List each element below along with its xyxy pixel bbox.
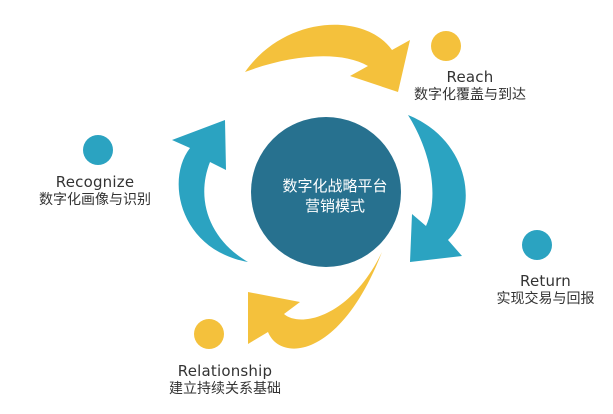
reach-dot [431,31,461,61]
reach-label: Reach 数字化覆盖与到达 [395,68,545,104]
reach-label-en: Reach [446,68,494,86]
arrow-reach [245,24,410,92]
return-dot [522,230,552,260]
relationship-label: Relationship 建立持续关系基础 [150,362,300,398]
recognize-label-en: Recognize [55,173,135,191]
recognize-label-zh: 数字化画像与识别 [39,191,151,208]
relationship-label-zh: 建立持续关系基础 [169,380,281,397]
return-label-zh: 实现交易与回报 [496,290,595,307]
return-label-en: Return [520,272,571,290]
recognize-label: Recognize 数字化画像与识别 [20,173,170,209]
return-label: Return 实现交易与回报 [478,272,613,308]
arrow-return [408,115,466,262]
relationship-dot [194,319,224,349]
arrow-recognize [172,120,248,262]
center-title: 数字化战略平台 营销模式 [255,176,415,217]
center-title-line1: 数字化战略平台 [282,177,388,195]
recognize-dot [83,135,113,165]
center-circle [251,117,401,267]
center-title-line2: 营销模式 [304,197,365,216]
arrow-relationship [248,252,382,349]
reach-label-zh: 数字化覆盖与到达 [414,86,526,103]
relationship-label-en: Relationship [177,362,273,380]
